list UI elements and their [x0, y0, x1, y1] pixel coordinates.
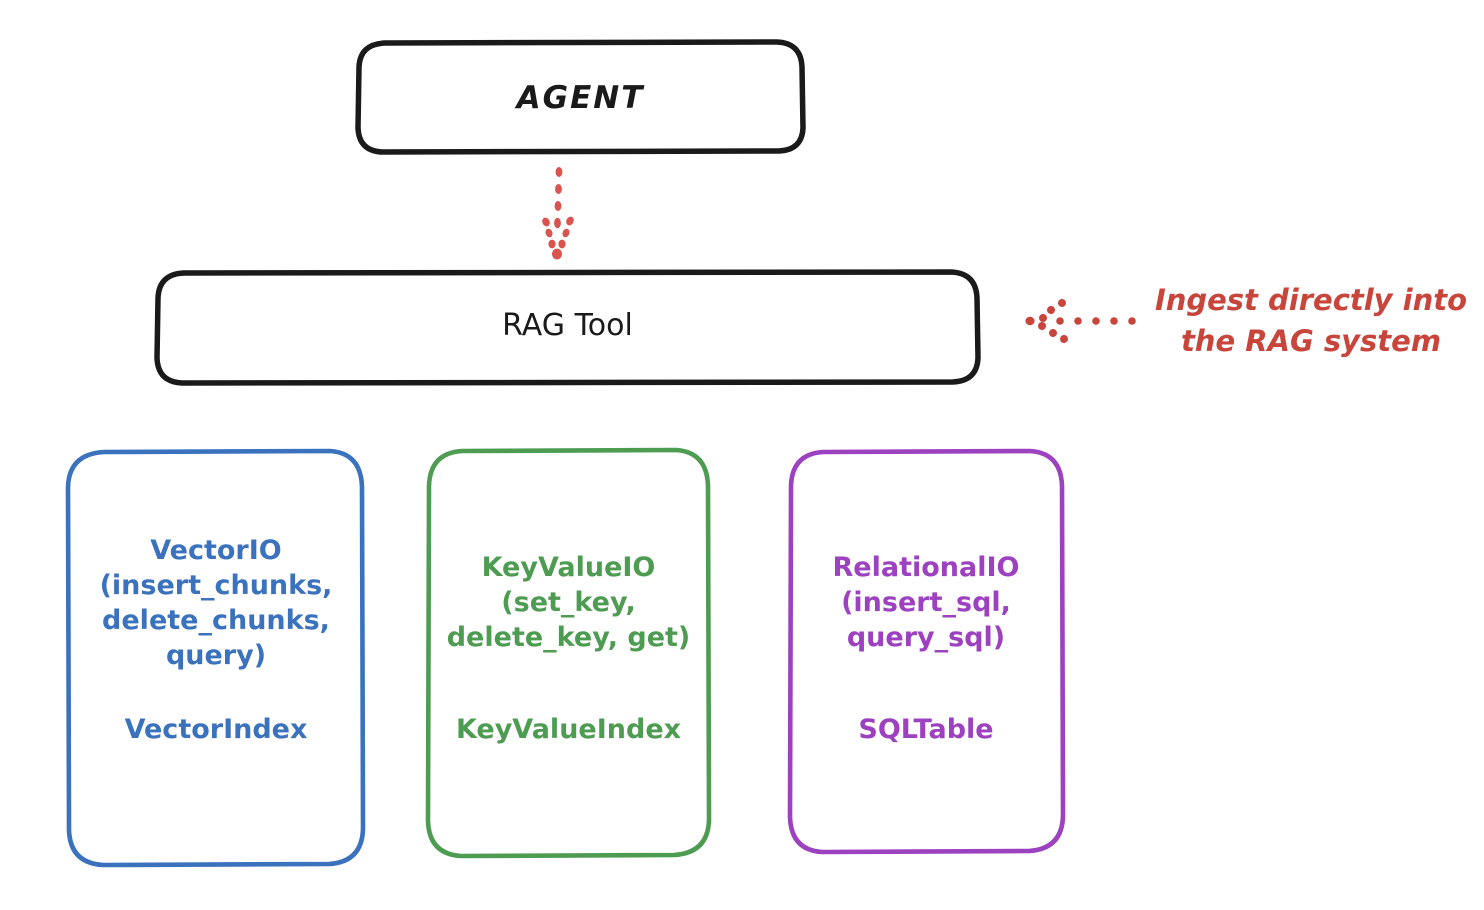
vector-io-box-outline[interactable] — [65, 448, 366, 868]
agent-to-rag-connector — [542, 167, 574, 260]
key-value-io-box-outline[interactable] — [425, 447, 712, 859]
key-value-io-api-label: KeyValueIO (set_key, delete_key, get) — [446, 552, 691, 654]
sql-table-label: SQLTable — [858, 714, 994, 745]
rag-tool-label: RAG Tool — [502, 308, 633, 343]
relational-io-api-label: RelationalIO (insert_sql, query_sql) — [832, 552, 1020, 654]
ingest-annotation-text: Ingest directly into the RAG system — [1154, 283, 1468, 358]
agent-label: AGENT — [516, 80, 645, 116]
key-value-index-label: KeyValueIndex — [455, 714, 682, 745]
ingest-arrow — [1025, 299, 1136, 343]
relational-io-box-outline[interactable] — [787, 448, 1066, 855]
vector-io-api-label: VectorIO (insert_chunks, delete_chunks, … — [99, 535, 333, 672]
rag-tool-box-outline[interactable] — [154, 269, 981, 386]
vector-index-label: VectorIndex — [124, 714, 308, 745]
agent-box-outline[interactable] — [355, 39, 806, 155]
